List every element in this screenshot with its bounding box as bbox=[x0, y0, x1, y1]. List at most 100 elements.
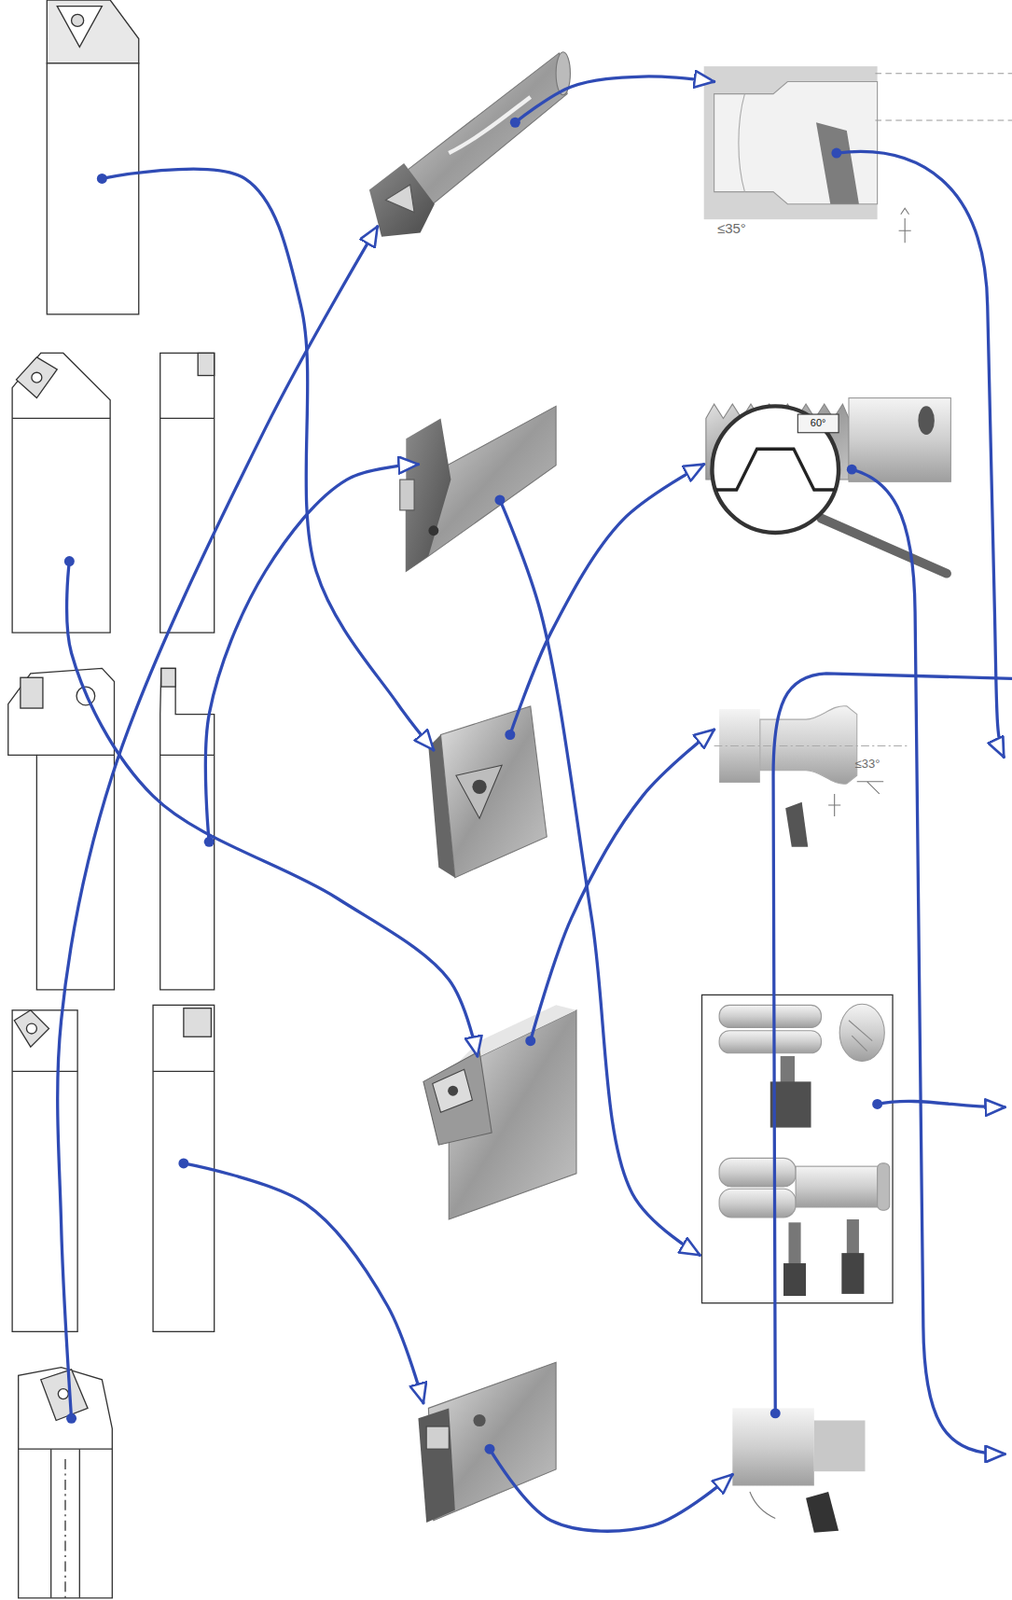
coolant-line bbox=[50, 1448, 52, 1598]
tool bbox=[785, 802, 808, 847]
hand-drawn-arrow bbox=[499, 499, 700, 1255]
tool-holder-drawing bbox=[10, 351, 217, 636]
gauge-box bbox=[797, 414, 839, 433]
hand-drawn-arrow bbox=[101, 168, 433, 750]
dashed-line bbox=[874, 72, 1012, 74]
screw bbox=[57, 1388, 69, 1400]
hand-drawn-arrow bbox=[205, 464, 418, 843]
holder bbox=[770, 1081, 812, 1127]
shaft bbox=[814, 1420, 866, 1472]
tool-photo bbox=[420, 1002, 583, 1222]
block-side bbox=[428, 734, 455, 878]
tool-photo bbox=[414, 1351, 559, 1527]
front-face bbox=[417, 1407, 455, 1523]
head bbox=[423, 1051, 492, 1146]
hand-drawn-arrow bbox=[67, 561, 478, 1056]
machining-illustration: ≤33° bbox=[714, 702, 914, 850]
insert bbox=[13, 1010, 49, 1047]
bore bbox=[714, 82, 878, 205]
start-dot bbox=[64, 555, 75, 567]
hole bbox=[917, 405, 935, 435]
holder-drawing bbox=[46, 0, 139, 315]
center-line bbox=[714, 745, 909, 747]
coolant-line bbox=[79, 1448, 81, 1598]
edge-line bbox=[12, 1070, 78, 1072]
leader-dot bbox=[872, 1098, 883, 1110]
holder-head bbox=[46, 0, 139, 64]
workpiece bbox=[719, 1004, 821, 1027]
handle bbox=[820, 518, 947, 574]
angle-label: 60° bbox=[797, 414, 839, 433]
hand-drawn-arrow bbox=[489, 1448, 733, 1531]
leader-dot bbox=[846, 464, 858, 475]
start-dot bbox=[178, 1157, 189, 1168]
holder-photo bbox=[417, 1361, 556, 1523]
bar-head bbox=[369, 163, 435, 237]
grooving-illustration bbox=[702, 994, 894, 1303]
machining-illustration bbox=[702, 992, 897, 1305]
insert bbox=[41, 1369, 88, 1421]
internal-profiling-illustration bbox=[704, 66, 1012, 243]
leader-line bbox=[836, 151, 1004, 757]
hand-drawn-arrow bbox=[57, 226, 378, 1419]
blade bbox=[788, 1221, 801, 1265]
threading-holder-photo bbox=[428, 706, 547, 878]
edge-line bbox=[12, 417, 111, 419]
dashed-line bbox=[874, 120, 1012, 122]
tool-holder-drawing bbox=[4, 663, 220, 992]
holder-drawing bbox=[12, 1004, 215, 1331]
insert bbox=[161, 667, 176, 687]
angle-label: ≤35° bbox=[717, 221, 747, 236]
leader-line bbox=[773, 673, 1012, 1414]
insert-pocket bbox=[183, 1008, 212, 1038]
start-dot bbox=[525, 1035, 536, 1046]
workpiece bbox=[704, 66, 878, 220]
tool bbox=[805, 1491, 839, 1533]
grooving-tool-photo bbox=[400, 405, 556, 571]
angle-arc bbox=[749, 1491, 776, 1518]
shaft bbox=[795, 1165, 880, 1207]
angle-mark bbox=[857, 781, 884, 794]
workpiece bbox=[719, 1030, 821, 1054]
tool-photo bbox=[422, 702, 552, 885]
blade bbox=[846, 1219, 860, 1255]
insert bbox=[16, 357, 58, 399]
holder-drawing bbox=[12, 352, 215, 633]
hand-drawn-arrow bbox=[183, 1163, 424, 1403]
magnifier bbox=[711, 405, 839, 533]
block bbox=[441, 706, 548, 878]
highlight bbox=[448, 97, 531, 153]
leader-dots bbox=[770, 148, 883, 1419]
holder-drawing bbox=[8, 667, 215, 990]
blade bbox=[780, 1055, 795, 1085]
angle-label: ≤33° bbox=[855, 757, 881, 770]
edge-line bbox=[152, 1070, 215, 1072]
tool bbox=[816, 122, 860, 205]
leader-lines bbox=[773, 151, 1012, 1454]
bore-contour bbox=[738, 94, 746, 193]
facing-illustration bbox=[732, 1407, 865, 1532]
disc bbox=[839, 1003, 885, 1061]
workpiece bbox=[719, 1157, 796, 1187]
hand-drawn-arrow bbox=[514, 76, 714, 123]
bar-outline bbox=[18, 1367, 113, 1598]
leader-line bbox=[877, 1100, 1006, 1107]
hatch bbox=[848, 1020, 873, 1052]
tool-photo bbox=[395, 401, 559, 583]
screw bbox=[471, 779, 486, 794]
start-dot bbox=[204, 836, 215, 847]
insert bbox=[432, 1068, 473, 1112]
insert bbox=[20, 677, 43, 708]
shank bbox=[46, 63, 139, 315]
start-dot bbox=[494, 494, 505, 505]
boring-bar-photo bbox=[369, 52, 570, 237]
start-dot bbox=[97, 173, 108, 184]
holder-side bbox=[12, 1010, 78, 1332]
tool-holder-drawing bbox=[14, 1364, 117, 1597]
screw bbox=[71, 13, 84, 27]
insert-pocket bbox=[197, 352, 215, 375]
workpiece bbox=[719, 1188, 796, 1218]
workpiece bbox=[848, 398, 951, 483]
